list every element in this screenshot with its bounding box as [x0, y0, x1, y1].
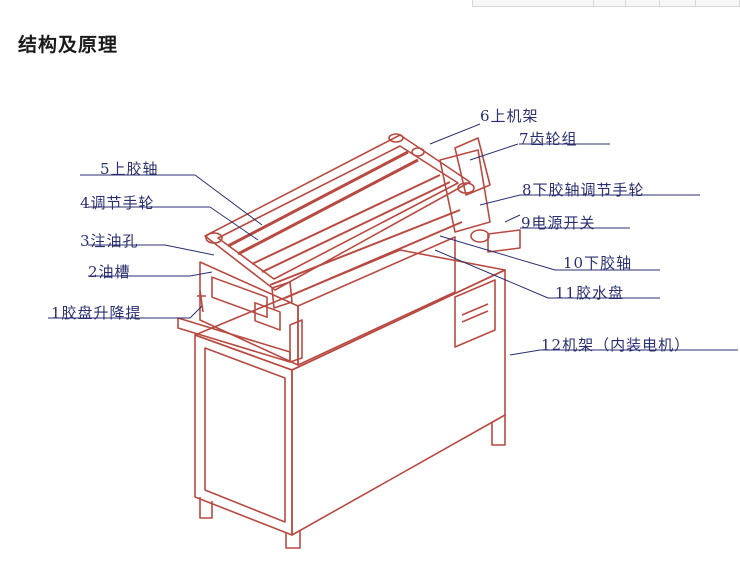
label-lower-roller: 10下胶轴 [563, 254, 633, 272]
label-lower-roller-wheel: 8下胶轴调节手轮 [522, 181, 645, 199]
toolbar-divider [625, 0, 626, 6]
front-panel [204, 347, 286, 523]
label-oil-hole: 3注油孔 [80, 232, 139, 250]
callout-lines [48, 123, 738, 356]
label-power-switch: 9电源开关 [521, 214, 596, 232]
label-upper-frame: 6上机架 [480, 107, 539, 125]
lower-frame-side [297, 236, 456, 366]
switch-box [454, 279, 496, 348]
label-oil-trough: 2油槽 [88, 263, 131, 281]
machine-drawing [177, 133, 521, 549]
cabinet-top [194, 249, 506, 371]
right-end-frame [439, 149, 491, 233]
upper-frame-inner [217, 145, 459, 280]
label-lift-handle: 1胶盘升降提 [51, 304, 142, 322]
label-machine-frame: 12机架（内装电机） [541, 336, 691, 354]
toolbar-divider [593, 0, 594, 6]
lower-wheel [470, 229, 490, 243]
toolbar-divider [695, 0, 696, 6]
cabinet-legs [199, 415, 506, 549]
label-gear-set: 7齿轮组 [519, 130, 578, 148]
toolbar-divider [659, 0, 660, 6]
power-switch-base [487, 229, 521, 253]
adjust-wheel-right [457, 182, 475, 194]
label-adjust-wheel: 4调节手轮 [80, 194, 155, 212]
adjust-wheel-top [205, 232, 223, 244]
lift-handle [197, 289, 206, 313]
gear-box [454, 137, 491, 196]
upper-frame-top [204, 134, 471, 291]
label-upper-roller: 5上胶轴 [100, 160, 159, 178]
label-glue-tray: 11胶水盘 [555, 284, 625, 302]
section-title: 结构及原理 [18, 34, 119, 56]
